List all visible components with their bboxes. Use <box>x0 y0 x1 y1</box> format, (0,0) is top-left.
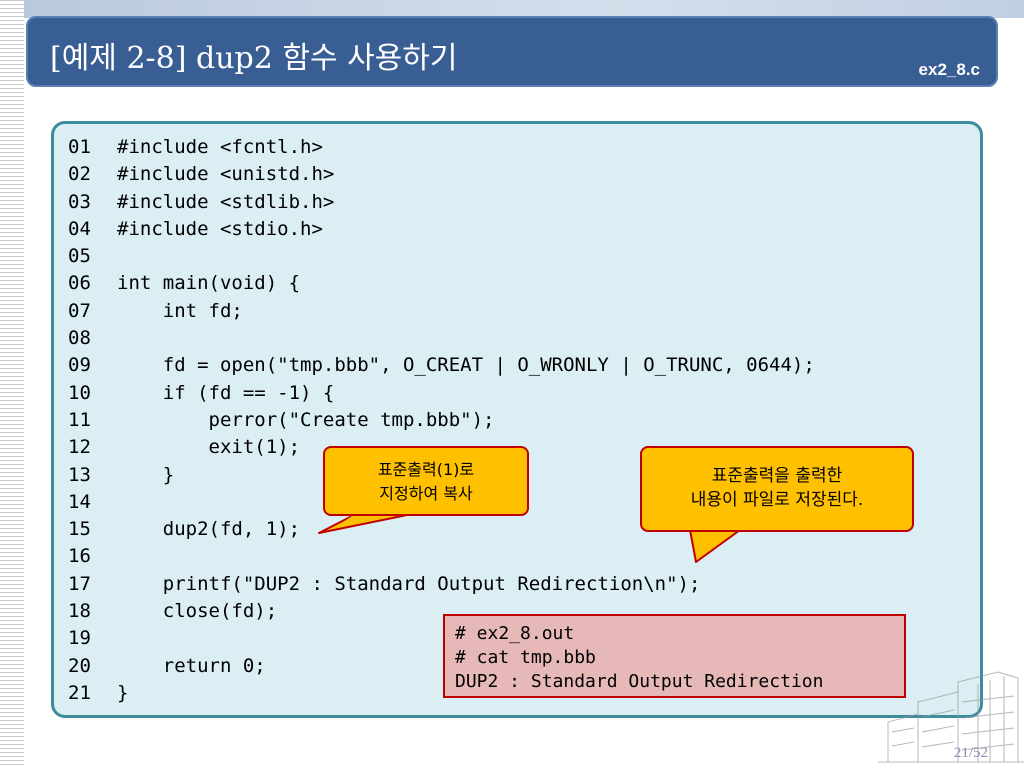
code-line: 02 #include <unistd.h> <box>68 161 815 188</box>
callout-copy-stdout: 표준출력(1)로 지정하여 복사 <box>323 446 529 516</box>
line-number: 04 <box>68 217 91 240</box>
code-line: 12 exit(1); <box>68 434 815 461</box>
line-number: 03 <box>68 190 91 213</box>
building-sketch-decor <box>878 671 1024 763</box>
output-line: DUP2 : Standard Output Redirection <box>455 671 824 692</box>
code-line: 20 return 0; <box>68 653 815 680</box>
callout-text: 내용이 파일로 저장된다. <box>690 490 864 510</box>
code-text: #include <unistd.h> <box>117 163 335 186</box>
code-line: 05 <box>68 243 815 270</box>
title-bar: [예제 2-8] dup2 함수 사용하기 ex2_8.c <box>26 16 998 87</box>
line-number: 02 <box>68 163 91 186</box>
code-line: 09 fd = open("tmp.bbb", O_CREAT | O_WRON… <box>68 352 815 379</box>
code-line: 15 dup2(fd, 1); <box>68 516 815 543</box>
code-line: 06 int main(void) { <box>68 270 815 297</box>
program-output: # ex2_8.out # cat tmp.bbb DUP2 : Standar… <box>443 614 906 698</box>
top-decor-band <box>0 0 1024 18</box>
code-text: } <box>117 463 175 486</box>
code-text: if (fd == -1) { <box>117 381 335 404</box>
line-number: 18 <box>68 600 91 623</box>
source-filename: ex2_8.c <box>918 60 980 79</box>
line-number: 14 <box>68 490 91 513</box>
code-text: dup2(fd, 1); <box>117 518 301 541</box>
code-line: 17 printf("DUP2 : Standard Output Redire… <box>68 571 815 598</box>
line-number: 17 <box>68 572 91 595</box>
code-text: printf("DUP2 : Standard Output Redirecti… <box>117 572 701 595</box>
line-number: 16 <box>68 545 91 568</box>
output-line: # cat tmp.bbb <box>455 647 596 668</box>
line-number: 07 <box>68 299 91 322</box>
code-text: int fd; <box>117 299 243 322</box>
code-line: 04 #include <stdio.h> <box>68 216 815 243</box>
line-number: 09 <box>68 354 91 377</box>
slide-title: [예제 2-8] dup2 함수 사용하기 <box>50 41 458 76</box>
code-line: 19 <box>68 625 815 652</box>
line-number: 10 <box>68 381 91 404</box>
output-line: # ex2_8.out <box>455 623 575 644</box>
code-line: 07 int fd; <box>68 298 815 325</box>
line-number: 20 <box>68 654 91 677</box>
line-number: 05 <box>68 245 91 268</box>
code-text: #include <stdlib.h> <box>117 190 335 213</box>
code-text: return 0; <box>117 654 266 677</box>
code-text: exit(1); <box>117 436 301 459</box>
callout-text: 표준출력(1)로 <box>377 460 475 479</box>
page-number: 21/52 <box>953 745 988 761</box>
code-text: perror("Create tmp.bbb"); <box>117 408 495 431</box>
code-line: 21} <box>68 680 815 707</box>
code-line: 16 <box>68 543 815 570</box>
line-number: 21 <box>68 681 91 704</box>
line-number: 01 <box>68 136 91 158</box>
callout-saved-to-file: 표준출력을 출력한 내용이 파일로 저장된다. <box>640 446 914 532</box>
line-number: 11 <box>68 408 91 431</box>
code-text: fd = open("tmp.bbb", O_CREAT | O_WRONLY … <box>117 354 815 377</box>
line-number: 06 <box>68 272 91 295</box>
line-number: 12 <box>68 436 91 459</box>
code-text: close(fd); <box>117 600 278 623</box>
code-text: #include <fcntl.h> <box>117 136 323 158</box>
code-line: 13 } <box>68 462 815 489</box>
line-number: 15 <box>68 518 91 541</box>
callout-text: 표준출력을 출력한 <box>711 466 843 486</box>
left-stripe-decor <box>0 0 24 768</box>
code-line: 08 <box>68 325 815 352</box>
line-number: 13 <box>68 463 91 486</box>
callout-text: 지정하여 복사 <box>379 484 473 503</box>
code-line: 10 if (fd == -1) { <box>68 380 815 407</box>
line-number: 19 <box>68 627 91 650</box>
code-line: 11 perror("Create tmp.bbb"); <box>68 407 815 434</box>
code-line: 03 #include <stdlib.h> <box>68 189 815 216</box>
code-line: 14 <box>68 489 815 516</box>
code-text: int main(void) { <box>117 272 301 295</box>
code-line: 18 close(fd); <box>68 598 815 625</box>
code-text: #include <stdio.h> <box>117 217 323 240</box>
line-number: 08 <box>68 327 91 350</box>
code-listing: 01 #include <fcntl.h> 02 #include <unistd.… <box>68 134 815 707</box>
code-line: 01 #include <fcntl.h> <box>68 134 815 161</box>
code-text: } <box>117 681 129 704</box>
